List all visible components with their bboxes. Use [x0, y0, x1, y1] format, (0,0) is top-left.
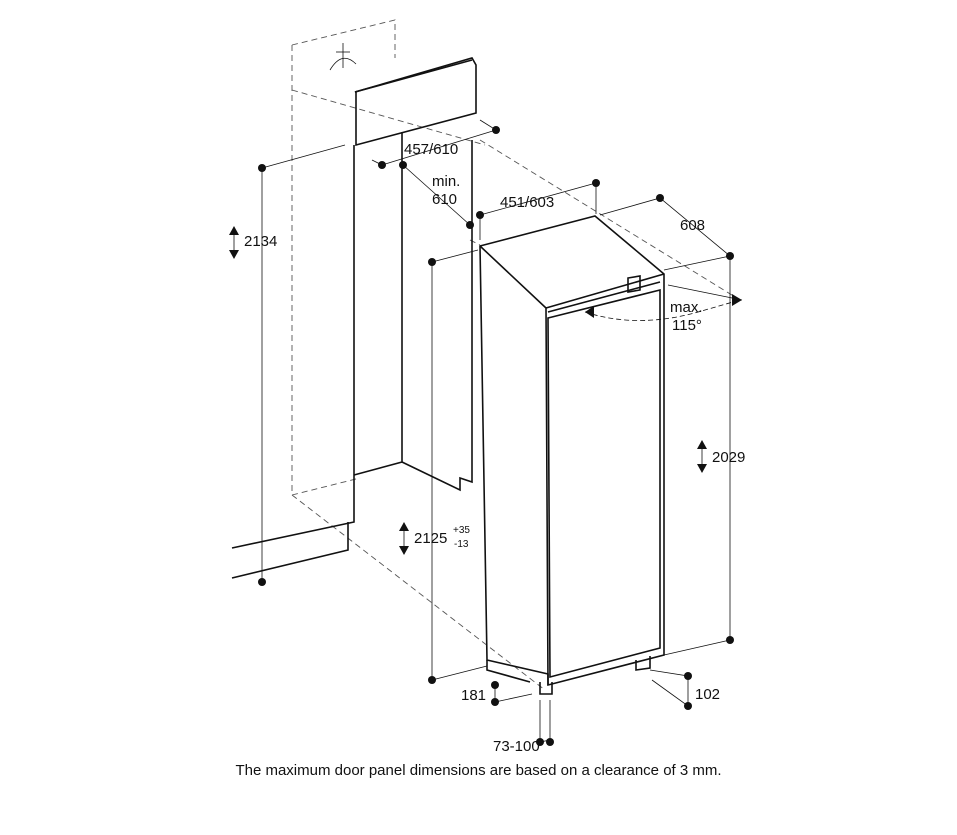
label-foot-height: 102 [695, 686, 720, 703]
cabinet-walls [231, 57, 477, 579]
height-arrow-icon-2134 [229, 226, 239, 259]
diagram-caption: The maximum door panel dimensions are ba… [235, 762, 722, 779]
label-installed-height: 2125 [414, 530, 447, 547]
dimension-dots [258, 126, 734, 746]
label-plinth-depth: 181 [461, 687, 486, 704]
label-min: min. [432, 173, 460, 190]
height-arrow-icon-2029 [697, 440, 707, 473]
label-niche-height: 2134 [244, 233, 277, 250]
label-plinth-height: 73-100 [493, 738, 540, 755]
label-appliance-height: 2029 [712, 449, 745, 466]
height-arrow-icon-2125 [399, 522, 409, 555]
label-tolerance-minus: -13 [454, 539, 469, 550]
appliance [479, 215, 665, 695]
wall-socket-icon [329, 43, 357, 71]
label-angle-max: max. [670, 299, 703, 316]
label-door-width: 457/610 [404, 141, 458, 158]
label-tolerance-plus: +35 [453, 525, 470, 536]
label-niche-depth: 610 [432, 191, 457, 208]
label-appliance-depth: 608 [680, 217, 705, 234]
label-angle-value: 115° [672, 317, 702, 334]
angle-arrow-icon [585, 294, 742, 318]
dimension-lines [261, 119, 743, 743]
label-appliance-width: 451/603 [500, 194, 554, 211]
niche-outline [291, 19, 741, 691]
